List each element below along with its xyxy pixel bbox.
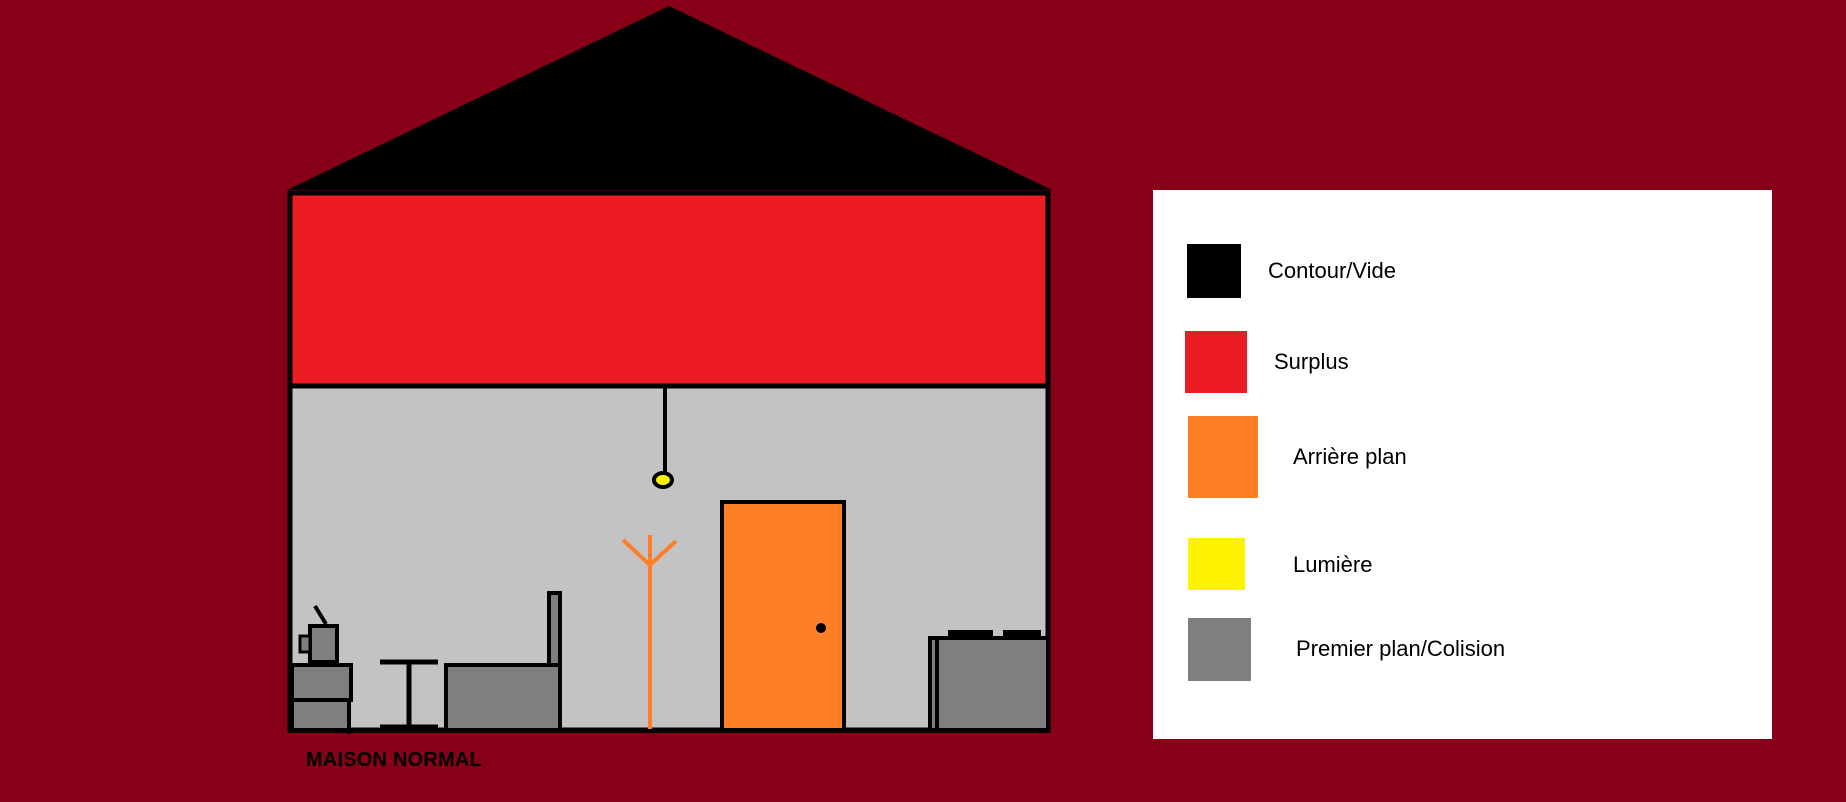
legend-label-surplus: Surplus bbox=[1274, 349, 1349, 374]
legend-label-outline: Contour/Vide bbox=[1268, 258, 1397, 283]
legend-item-surplus: Surplus bbox=[1153, 331, 1772, 411]
legend-swatch-gray bbox=[1188, 618, 1251, 681]
roof bbox=[287, 6, 1052, 190]
legend-item-foreground: Premier plan/Colision bbox=[1153, 618, 1772, 698]
surplus-zone bbox=[287, 190, 1051, 389]
door-knob bbox=[816, 623, 826, 633]
legend-item-background: Arrière plan bbox=[1153, 416, 1772, 498]
legend-panel: Contour/Vide Surplus Arrière plan Lumièr… bbox=[1153, 190, 1772, 739]
legend-swatch-yellow bbox=[1188, 538, 1245, 590]
interior-room bbox=[287, 383, 1051, 733]
chest bbox=[928, 630, 1050, 732]
door bbox=[720, 500, 846, 732]
side-table bbox=[380, 659, 438, 730]
armchair bbox=[444, 591, 562, 732]
legend-swatch-red bbox=[1185, 331, 1247, 393]
light-bulb bbox=[652, 471, 674, 489]
diagram-caption: MAISON NORMAL bbox=[306, 749, 482, 771]
legend-label-foreground: Premier plan/Colision bbox=[1296, 636, 1506, 661]
legend-item-outline: Contour/Vide bbox=[1153, 244, 1772, 324]
legend-item-light: Lumière bbox=[1153, 538, 1772, 618]
legend-label-background: Arrière plan bbox=[1293, 444, 1407, 469]
legend-label-light: Lumière bbox=[1293, 552, 1373, 577]
coat-rack bbox=[621, 535, 678, 730]
coffee-machine-cabinet bbox=[290, 604, 353, 734]
legend-swatch-black bbox=[1187, 244, 1241, 298]
legend-swatch-orange bbox=[1188, 416, 1258, 498]
